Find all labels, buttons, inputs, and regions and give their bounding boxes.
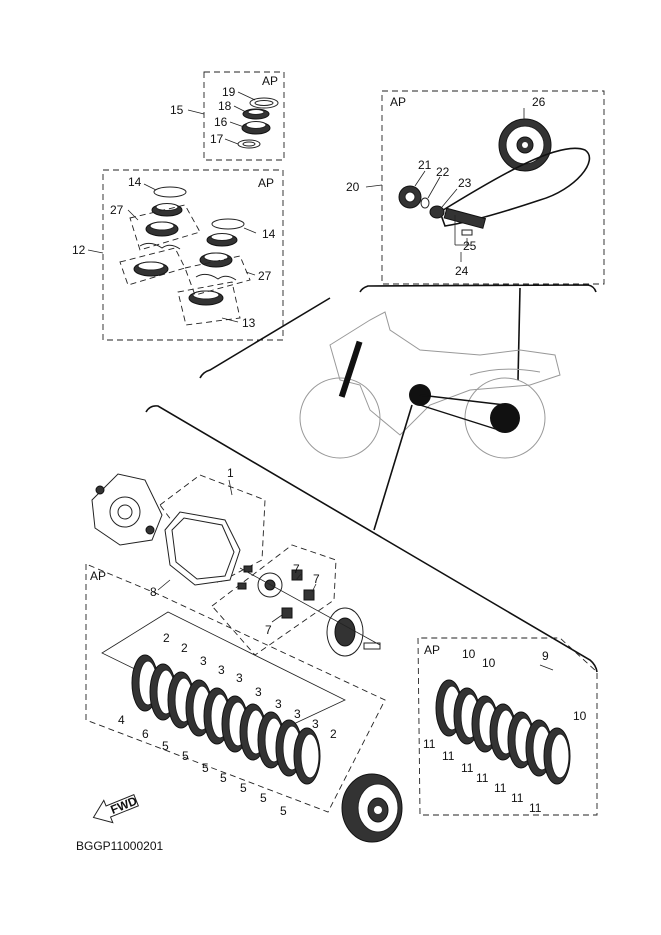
callout-11e: 11 — [494, 781, 507, 795]
callout-3e: 3 — [275, 697, 282, 711]
group-box-12 — [102, 169, 284, 341]
callout-1: 1 — [227, 466, 234, 480]
callout-27-right: 27 — [258, 269, 272, 283]
callout-5b: 5 — [182, 749, 189, 763]
group-box-clutch — [85, 563, 386, 813]
callout-7b: 7 — [313, 572, 320, 586]
callout-6: 6 — [142, 727, 149, 741]
clutch-housing — [341, 773, 403, 843]
bearing-27-right — [199, 233, 238, 268]
group-box-9 — [417, 637, 598, 816]
callout-11d: 11 — [476, 771, 489, 785]
callout-8: 8 — [150, 585, 157, 599]
callout-22: 22 — [436, 165, 450, 179]
callout-4: 4 — [118, 713, 125, 727]
callout-5c: 5 — [202, 761, 209, 775]
callout-7a: 7 — [293, 562, 300, 576]
callout-10a: 10 — [462, 647, 476, 661]
ap-label-clutch: AP — [90, 569, 106, 583]
group-box-springs — [211, 544, 337, 656]
callout-25: 25 — [463, 239, 477, 253]
bearing-27-left — [145, 203, 183, 237]
callout-3a: 3 — [200, 654, 207, 668]
callout-24: 24 — [455, 264, 469, 278]
callout-5g: 5 — [280, 804, 287, 818]
callout-11c: 11 — [461, 761, 474, 775]
callout-3b: 3 — [218, 663, 225, 677]
bearing-16 — [241, 121, 271, 135]
seal-13-right — [188, 290, 224, 306]
gasket-8 — [164, 511, 241, 586]
callout-23: 23 — [458, 176, 472, 190]
fwd-label: FWD — [108, 794, 139, 817]
pressure-plate — [257, 572, 283, 598]
o-ring-14-lower — [211, 218, 245, 230]
washer-22 — [420, 197, 430, 209]
callout-15: 15 — [170, 103, 184, 117]
callout-10b: 10 — [482, 656, 496, 670]
chain-joint — [443, 207, 487, 229]
drive-chain-24 — [439, 147, 591, 227]
callout-14-lower: 14 — [262, 227, 276, 241]
callout-11g: 11 — [529, 801, 542, 815]
callout-13: 13 — [242, 316, 256, 330]
callout-9: 9 — [542, 649, 549, 663]
callout-20: 20 — [346, 180, 360, 194]
friction-plate-kit — [435, 679, 571, 785]
collar-17 — [237, 139, 261, 149]
ap-label-box12: AP — [258, 176, 274, 190]
callout-11f: 11 — [511, 791, 524, 805]
clutch-boss — [326, 607, 381, 657]
clutch-plates — [131, 654, 321, 785]
callout-5d: 5 — [220, 771, 227, 785]
o-ring-14-upper — [153, 186, 187, 198]
callout-3d: 3 — [255, 685, 262, 699]
callout-16: 16 — [214, 115, 228, 129]
callout-11a: 11 — [423, 737, 436, 751]
callout-7c: 7 — [265, 623, 272, 637]
callout-12: 12 — [72, 243, 86, 257]
motorcycle-silhouette — [299, 311, 561, 459]
callout-5f: 5 — [260, 791, 267, 805]
callout-17: 17 — [210, 132, 224, 146]
callout-26: 26 — [532, 95, 546, 109]
callout-14-upper: 14 — [128, 175, 142, 189]
callout-10c: 10 — [573, 709, 587, 723]
callout-21: 21 — [418, 158, 432, 172]
callout-2a: 2 — [163, 631, 170, 645]
ap-label-box20: AP — [390, 95, 406, 109]
drive-sprocket-21 — [398, 185, 422, 209]
group-box-20 — [381, 90, 605, 285]
oil-seal-19 — [249, 97, 279, 109]
nut-23 — [429, 205, 445, 219]
fwd-arrow-icon: FWD — [92, 794, 139, 824]
ap-label-box15: AP — [262, 74, 278, 88]
group-box-15 — [203, 71, 285, 161]
callout-3g: 3 — [312, 717, 319, 731]
callout-5e: 5 — [240, 781, 247, 795]
master-link-25 — [461, 229, 473, 236]
callout-3c: 3 — [236, 671, 243, 685]
crankcase-cover — [91, 473, 163, 546]
callout-2b: 2 — [181, 641, 188, 655]
callout-18: 18 — [218, 99, 232, 113]
callout-2c: 2 — [330, 727, 337, 741]
ap-label-box9: AP — [424, 643, 440, 657]
callout-19: 19 — [222, 85, 236, 99]
diagram-code: BGGP11000201 — [76, 839, 164, 853]
callout-27-left: 27 — [110, 203, 124, 217]
bearing-18 — [242, 108, 270, 120]
callout-5a: 5 — [162, 739, 169, 753]
callout-11b: 11 — [442, 749, 455, 763]
seal-13-left — [133, 261, 169, 277]
callout-3f: 3 — [294, 707, 301, 721]
